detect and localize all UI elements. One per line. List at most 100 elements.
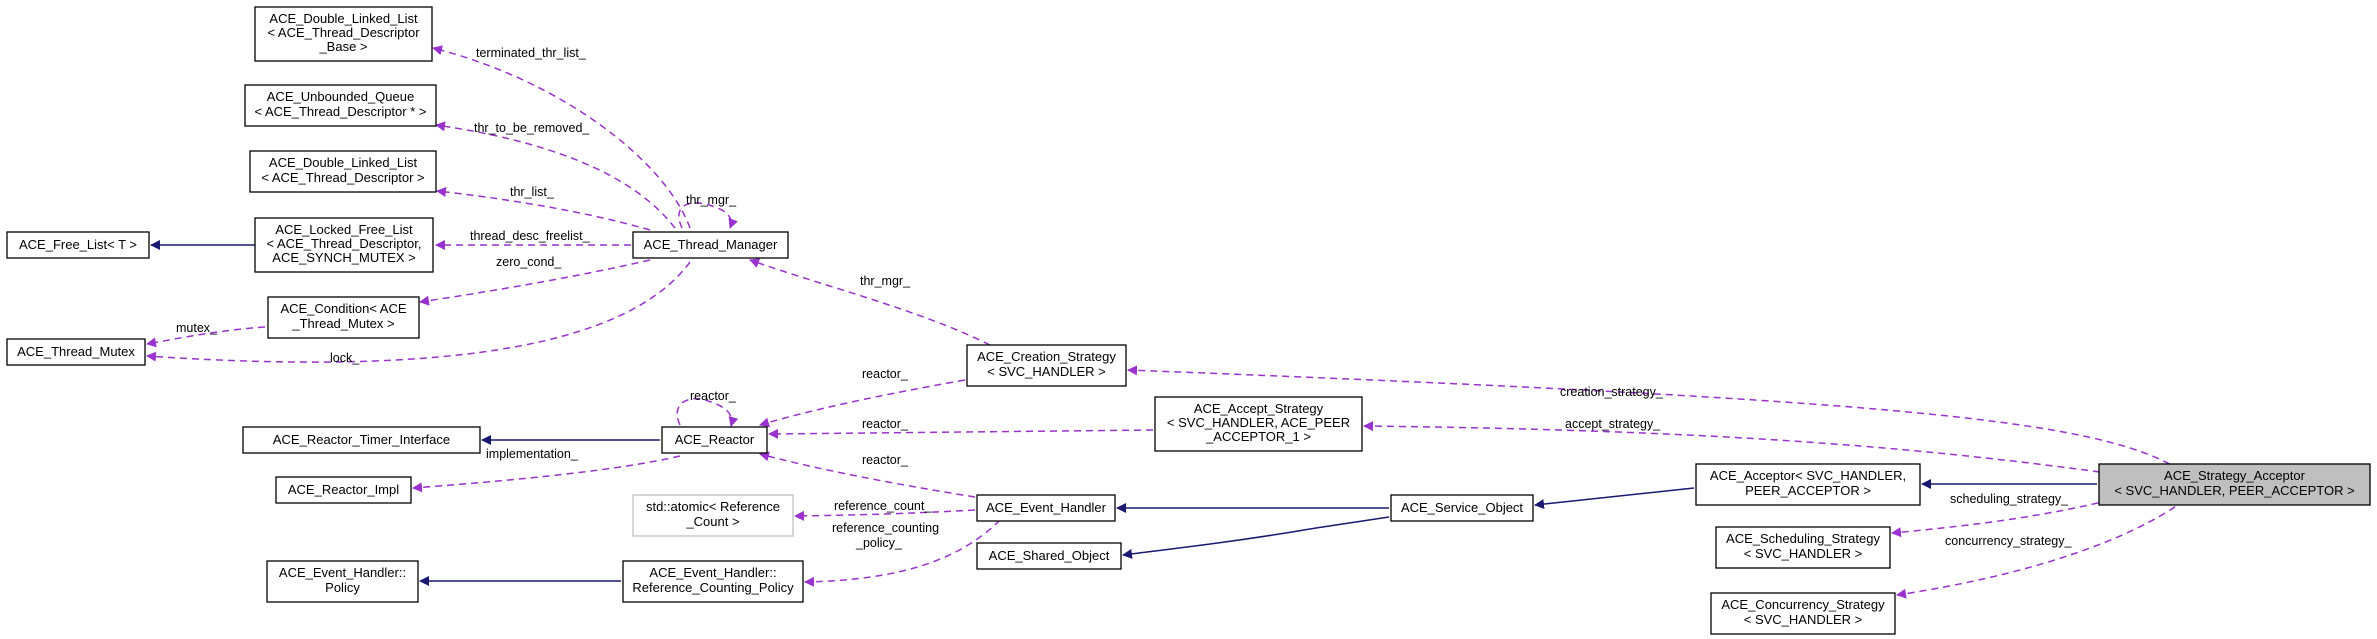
node-locked-free-list[interactable]: ACE_Locked_Free_List < ACE_Thread_Descri…: [254, 217, 434, 273]
edge-reference-count: [794, 509, 976, 521]
svg-text:ACE_SYNCH_MUTEX >: ACE_SYNCH_MUTEX >: [272, 250, 415, 265]
svg-text:ACE_Double_Linked_List: ACE_Double_Linked_List: [269, 11, 418, 26]
svg-text:< ACE_Thread_Descriptor: < ACE_Thread_Descriptor: [267, 25, 420, 40]
node-condition[interactable]: ACE_Condition< ACE _Thread_Mutex >: [267, 296, 420, 339]
node-creation-strategy[interactable]: ACE_Creation_Strategy < SVC_HANDLER >: [966, 344, 1127, 387]
edge-reactor-accept: [768, 428, 1154, 439]
svg-text:PEER_ACCEPTOR >: PEER_ACCEPTOR >: [1745, 483, 1871, 498]
edge-label-scheduling-strategy: scheduling_strategy_: [1950, 492, 2069, 506]
edge-reactor-self: [676, 398, 739, 427]
svg-text:ACE_Double_Linked_List: ACE_Double_Linked_List: [269, 155, 418, 170]
svg-text:< SVC_HANDLER, PEER_ACCEPTOR >: < SVC_HANDLER, PEER_ACCEPTOR >: [2114, 483, 2354, 498]
edge-thr-to-be-removed: [435, 121, 676, 229]
node-free-list[interactable]: ACE_Free_List< T >: [6, 231, 150, 259]
node-strategy-acceptor[interactable]: ACE_Strategy_Acceptor < SVC_HANDLER, PEE…: [2098, 463, 2371, 506]
edge-label-lock: lock_: [330, 351, 360, 365]
node-reactor-timer-interface[interactable]: ACE_Reactor_Timer_Interface: [242, 426, 481, 454]
svg-text:ACE_Locked_Free_List: ACE_Locked_Free_List: [275, 222, 413, 237]
edge-zero-cond: [419, 259, 651, 306]
edge-lock: [146, 261, 691, 363]
svg-text:ACE_Event_Handler::: ACE_Event_Handler::: [649, 565, 776, 580]
edge-label-zero-cond: zero_cond_: [496, 255, 562, 269]
svg-text:ACE_Condition< ACE: ACE_Condition< ACE: [280, 301, 406, 316]
edge-label-thread-desc-freelist: thread_desc_freelist_: [470, 229, 591, 243]
edge-label-terminated-thr-list: terminated_thr_list_: [476, 46, 587, 60]
edge-accept-strategy: [1363, 421, 2101, 473]
svg-text:ACE_Strategy_Acceptor: ACE_Strategy_Acceptor: [2164, 468, 2306, 483]
edge-label-reference-counting-policy-2: _policy_: [855, 536, 903, 550]
edge-service-object-to-shared-object: [1122, 516, 1390, 559]
svg-text:ACE_Creation_Strategy: ACE_Creation_Strategy: [977, 349, 1116, 364]
node-unbounded-queue[interactable]: ACE_Unbounded_Queue < ACE_Thread_Descrip…: [244, 84, 437, 127]
edge-label-thr-mgr-self: thr_mgr_: [686, 193, 737, 207]
svg-text:_Count >: _Count >: [685, 514, 739, 529]
edge-label-implementation: implementation_: [486, 447, 579, 461]
svg-text:ACE_Thread_Manager: ACE_Thread_Manager: [644, 237, 778, 252]
node-accept-strategy[interactable]: ACE_Accept_Strategy < SVC_HANDLER, ACE_P…: [1154, 396, 1363, 452]
edge-labels: terminated_thr_list_ thr_to_be_removed_ …: [176, 46, 2073, 550]
svg-text:_Base >: _Base >: [318, 39, 367, 54]
node-shared-object[interactable]: ACE_Shared_Object: [976, 542, 1122, 570]
svg-text:ACE_Accept_Strategy: ACE_Accept_Strategy: [1194, 401, 1324, 416]
svg-text:ACE_Unbounded_Queue: ACE_Unbounded_Queue: [267, 89, 414, 104]
svg-text:< SVC_HANDLER >: < SVC_HANDLER >: [1744, 612, 1863, 627]
svg-text:ACE_Acceptor< SVC_HANDLER,: ACE_Acceptor< SVC_HANDLER,: [1710, 468, 1906, 483]
svg-text:ACE_Thread_Mutex: ACE_Thread_Mutex: [17, 344, 135, 359]
node-concurrency-strategy[interactable]: ACE_Concurrency_Strategy < SVC_HANDLER >: [1710, 592, 1896, 635]
node-reactor-impl[interactable]: ACE_Reactor_Impl: [275, 476, 412, 504]
svg-text:ACE_Scheduling_Strategy: ACE_Scheduling_Strategy: [1726, 531, 1880, 546]
edge-terminated-thr-list: [432, 45, 691, 229]
edge-label-reference-count: reference_count_: [834, 499, 932, 513]
svg-text:ACE_Shared_Object: ACE_Shared_Object: [989, 548, 1110, 563]
node-scheduling-strategy[interactable]: ACE_Scheduling_Strategy < SVC_HANDLER >: [1715, 526, 1891, 569]
svg-text:< SVC_HANDLER, ACE_PEER: < SVC_HANDLER, ACE_PEER: [1167, 415, 1350, 430]
node-event-handler[interactable]: ACE_Event_Handler: [976, 494, 1116, 522]
svg-text:ACE_Service_Object: ACE_Service_Object: [1401, 500, 1523, 515]
edge-label-reactor-self: reactor_: [690, 389, 737, 403]
usage-edges: [146, 45, 2186, 599]
node-reactor[interactable]: ACE_Reactor: [661, 426, 768, 454]
svg-text:std::atomic< Reference: std::atomic< Reference: [646, 499, 780, 514]
svg-text:ACE_Reactor_Timer_Interface: ACE_Reactor_Timer_Interface: [273, 432, 450, 447]
edge-reactor-creation: [759, 379, 966, 428]
node-double-linked-list-base[interactable]: ACE_Double_Linked_List < ACE_Thread_Desc…: [254, 6, 433, 62]
node-acceptor[interactable]: ACE_Acceptor< SVC_HANDLER, PEER_ACCEPTOR…: [1695, 463, 1921, 506]
svg-text:_ACCEPTOR_1 >: _ACCEPTOR_1 >: [1205, 429, 1311, 444]
node-event-handler-policy[interactable]: ACE_Event_Handler:: Policy: [266, 560, 419, 603]
edge-reactor-event: [759, 451, 976, 498]
node-reference-counting-policy[interactable]: ACE_Event_Handler:: Reference_Counting_P…: [622, 560, 804, 603]
svg-text:< ACE_Thread_Descriptor >: < ACE_Thread_Descriptor >: [261, 170, 424, 185]
node-thread-mutex[interactable]: ACE_Thread_Mutex: [6, 338, 146, 366]
inheritance-edges: [150, 240, 2097, 586]
svg-text:Policy: Policy: [325, 580, 360, 595]
edge-mutex: [146, 326, 266, 348]
node-double-linked-list[interactable]: ACE_Double_Linked_List < ACE_Thread_Desc…: [249, 150, 437, 193]
svg-text:< SVC_HANDLER >: < SVC_HANDLER >: [987, 364, 1106, 379]
edge-label-mutex: mutex_: [176, 321, 218, 335]
svg-text:Reference_Counting_Policy: Reference_Counting_Policy: [632, 580, 794, 595]
edge-thr-mgr-creation: [749, 258, 991, 346]
edge-label-accept-strategy: accept_strategy_: [1565, 417, 1661, 431]
node-thread-manager[interactable]: ACE_Thread_Manager: [632, 231, 789, 259]
nodes: ACE_Double_Linked_List < ACE_Thread_Desc…: [6, 6, 2371, 635]
edge-label-thr-mgr-creation: thr_mgr_: [860, 274, 911, 288]
svg-text:ACE_Reactor_Impl: ACE_Reactor_Impl: [288, 482, 399, 497]
edge-implementation: [412, 455, 681, 493]
edge-concurrency-strategy: [1896, 499, 2186, 599]
node-std-atomic[interactable]: std::atomic< Reference _Count >: [632, 494, 794, 537]
edge-label-creation-strategy: creation_strategy_: [1560, 385, 1664, 399]
edge-scheduling-strategy: [1891, 499, 2111, 538]
edge-label-reference-counting-policy-1: reference_counting: [832, 521, 939, 535]
node-service-object[interactable]: ACE_Service_Object: [1390, 494, 1534, 522]
edge-creation-strategy: [1127, 365, 2181, 471]
edge-thr-list: [436, 187, 651, 231]
edge-acceptor-to-service-object: [1534, 487, 1695, 510]
svg-text:ACE_Free_List< T >: ACE_Free_List< T >: [19, 237, 137, 252]
svg-text:ACE_Reactor: ACE_Reactor: [675, 432, 755, 447]
edge-thr-mgr-self: [678, 202, 738, 229]
svg-text:ACE_Event_Handler: ACE_Event_Handler: [986, 500, 1107, 515]
svg-text:< SVC_HANDLER >: < SVC_HANDLER >: [1744, 546, 1863, 561]
svg-text:ACE_Event_Handler::: ACE_Event_Handler::: [279, 565, 406, 580]
svg-text:_Thread_Mutex >: _Thread_Mutex >: [291, 316, 394, 331]
